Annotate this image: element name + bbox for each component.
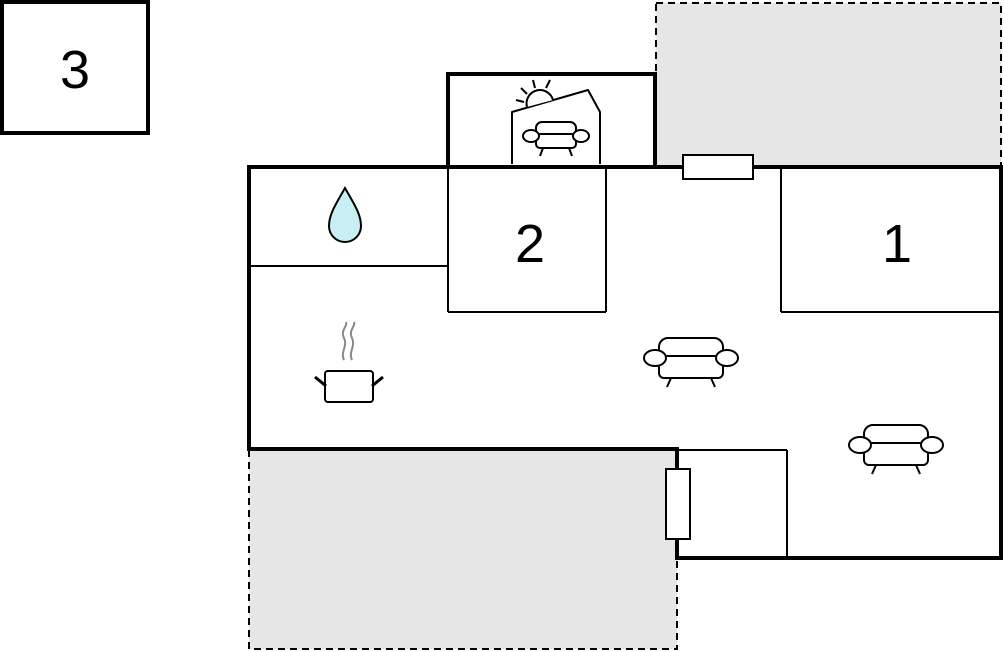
sun-conservatory-sofa-icon [511,79,601,164]
floor-label: 3 [60,40,90,100]
floor-label-box: 3 [0,0,150,135]
window-icon [665,468,691,540]
window-icon [682,154,754,180]
room-2-label: 2 [515,214,545,274]
building-outline [247,165,1003,560]
sofa-icon [643,337,739,388]
room-1-label: 1 [882,214,912,274]
sofa-icon [848,424,944,475]
water-drop-icon [327,185,363,243]
interior-walls [249,167,1001,558]
cooking-pot-icon [314,321,384,403]
terrace-top-right [655,2,1002,167]
terrace-bottom-left [248,448,678,650]
